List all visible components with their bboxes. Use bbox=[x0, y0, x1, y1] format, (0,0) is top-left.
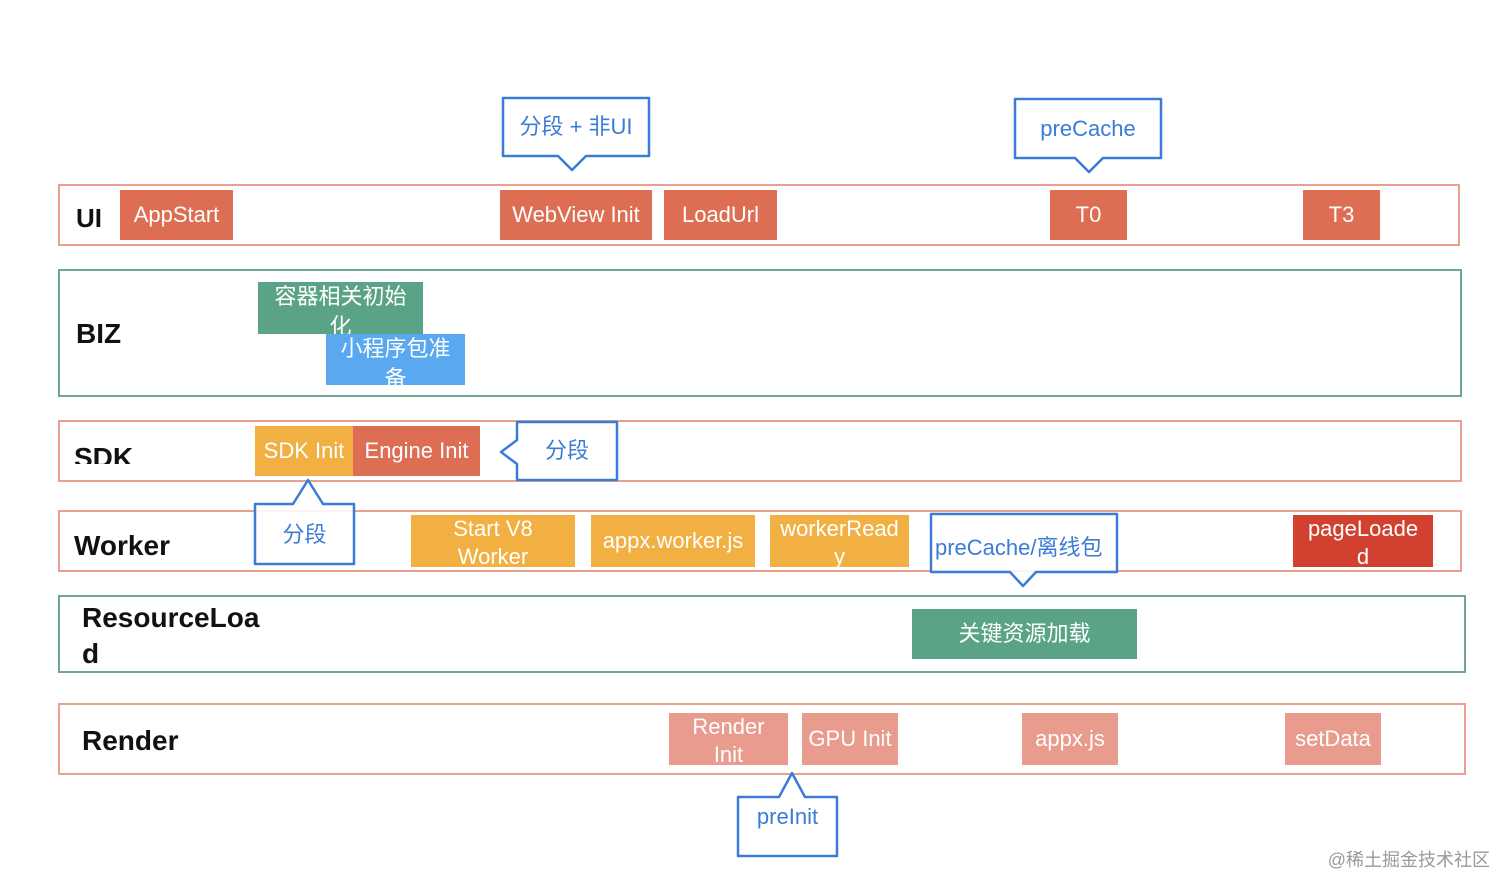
callout-preinit-outline bbox=[736, 771, 839, 858]
callout-precache-top: preCache bbox=[1040, 115, 1136, 141]
lane-label-ui: UI bbox=[76, 203, 102, 233]
callout-segment-sdk: 分段 bbox=[544, 438, 589, 463]
callout-segment-worker-outline bbox=[253, 478, 356, 566]
callout-precache-offline: preCache/离线包 bbox=[935, 535, 1103, 560]
watermark: @稀土掘金技术社区 bbox=[1327, 850, 1490, 870]
lane-render bbox=[58, 703, 1466, 775]
lane-resource-load bbox=[58, 595, 1466, 673]
block-page-loaded: pageLoade d bbox=[1293, 515, 1433, 567]
block-webview-init: WebView Init bbox=[500, 190, 652, 240]
block-loadurl: LoadUrl bbox=[664, 190, 777, 240]
callout-segment-worker: 分段 bbox=[282, 522, 327, 547]
block-appx-worker-js: appx.worker.js bbox=[591, 515, 755, 567]
block-t3: T3 bbox=[1303, 190, 1380, 240]
lane-label-resource-load: ResourceLoa d bbox=[82, 602, 260, 669]
callout-precache-top-outline bbox=[1013, 97, 1163, 174]
block-worker-ready: workerRead y bbox=[770, 515, 909, 567]
block-sdk-init: SDK Init bbox=[255, 426, 353, 476]
block-engine-init: Engine Init bbox=[353, 426, 480, 476]
lane-biz bbox=[58, 269, 1462, 397]
block-key-resource-load: 关键资源加载 bbox=[912, 609, 1137, 659]
block-miniprogram-prep: 小程序包准 备 bbox=[326, 334, 465, 385]
block-container-init: 容器相关初始 化 bbox=[258, 282, 423, 334]
callout-segment-non-ui-outline bbox=[501, 96, 651, 172]
callout-precache-offline-outline bbox=[929, 512, 1119, 588]
lane-sdk bbox=[58, 420, 1462, 482]
lane-ui bbox=[58, 184, 1460, 246]
block-appx-js: appx.js bbox=[1022, 713, 1118, 765]
callout-segment-sdk-outline bbox=[499, 420, 619, 482]
block-setdata: setData bbox=[1285, 713, 1381, 765]
block-appstart: AppStart bbox=[120, 190, 233, 240]
callout-segment-non-ui: 分段 + 非UI bbox=[519, 114, 633, 139]
lane-label-biz: BIZ bbox=[76, 318, 122, 349]
block-t0: T0 bbox=[1050, 190, 1127, 240]
block-gpu-init: GPU Init bbox=[802, 713, 898, 765]
block-render-init: Render Init bbox=[669, 713, 788, 765]
lane-label-worker: Worker bbox=[74, 530, 170, 561]
callout-preinit: preInit bbox=[756, 803, 819, 829]
lane-worker bbox=[58, 510, 1462, 572]
block-start-v8-worker: Start V8 Worker bbox=[411, 515, 575, 567]
lane-label-render: Render bbox=[82, 725, 179, 756]
lane-label-sdk: SDK bbox=[74, 442, 134, 464]
